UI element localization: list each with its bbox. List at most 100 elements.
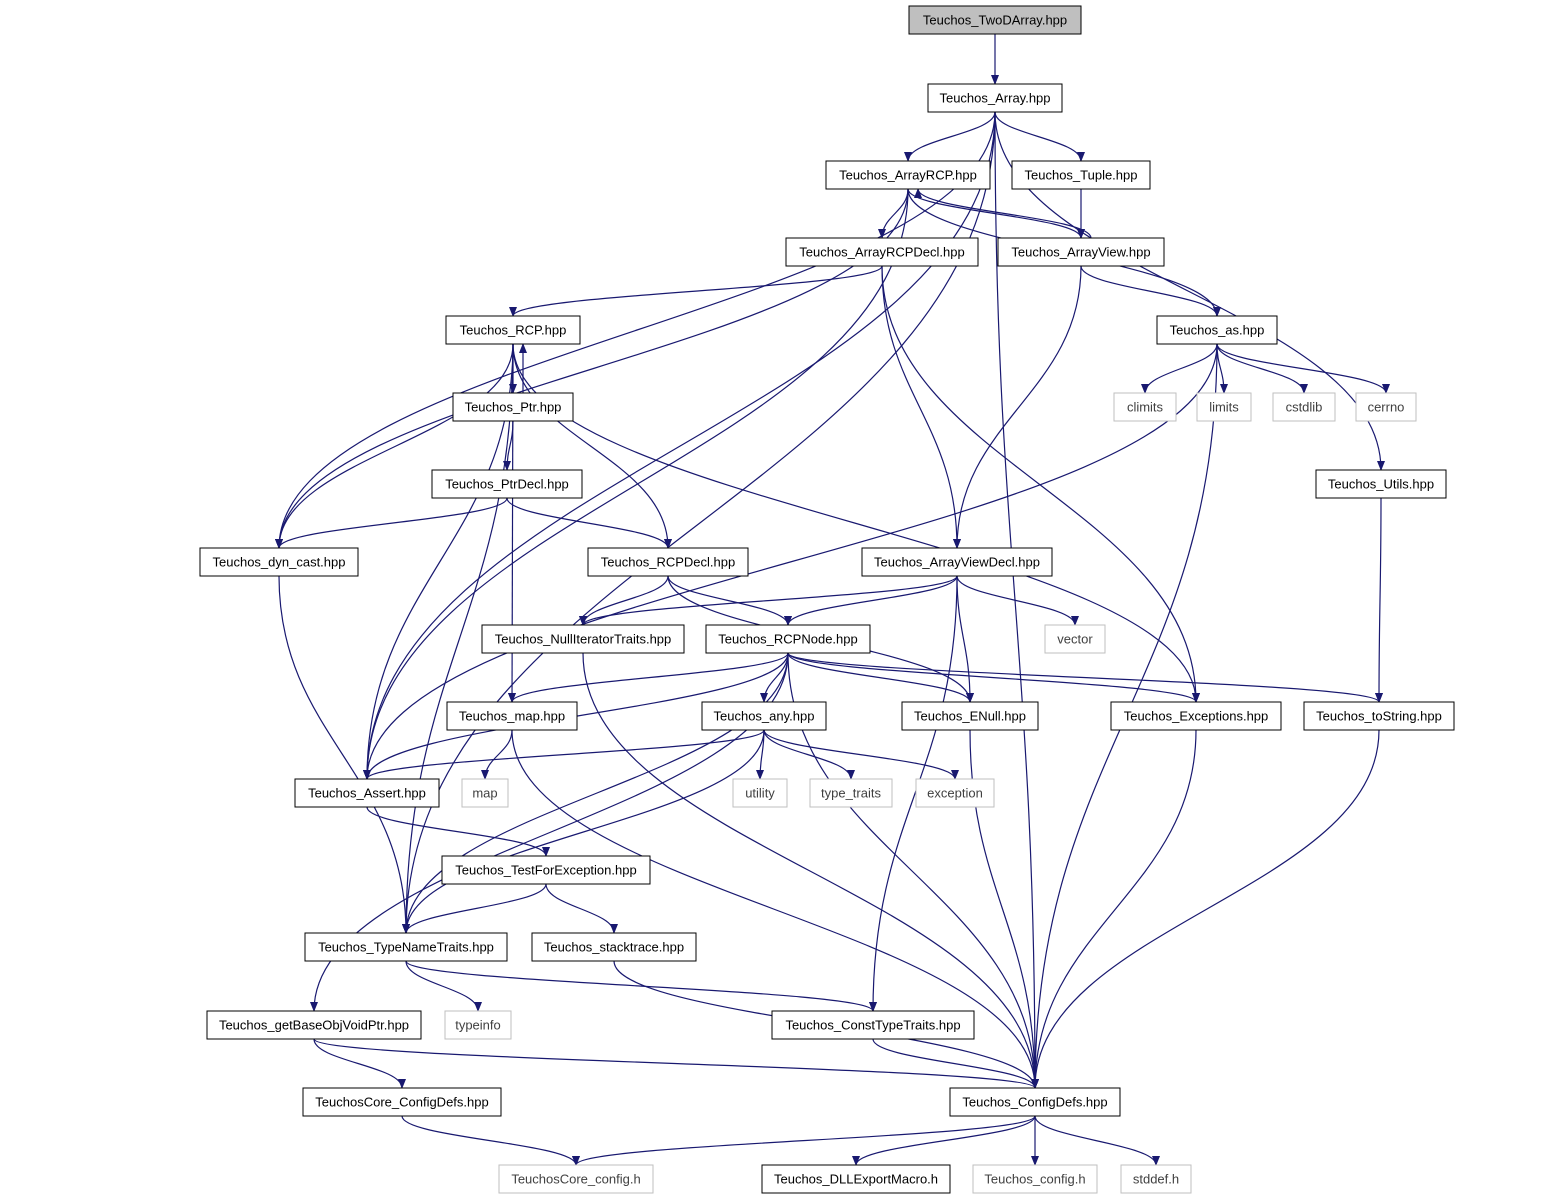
node-map[interactable]: Teuchos_map.hpp [446,701,578,731]
node-label: Teuchos_Ptr.hpp [465,400,562,415]
edge-exceptions-to-configdefs [1031,729,1197,1089]
node-twod: Teuchos_TwoDArray.hpp [908,5,1082,35]
node-label: Teuchos_config.h [984,1172,1085,1187]
node-box [531,932,697,962]
edge-testforexc-to-typename [402,883,547,934]
node-label: cstdlib [1286,400,1323,415]
node-testforexc[interactable]: Teuchos_TestForException.hpp [441,855,651,885]
node-arrayview[interactable]: Teuchos_ArrayView.hpp [997,237,1165,267]
node-as[interactable]: Teuchos_as.hpp [1156,315,1278,345]
node-box [901,701,1039,731]
node-stddef: stddef.h [1120,1164,1192,1194]
node-label: exception [927,786,983,801]
node-label: Teuchos_ConstTypeTraits.hpp [785,1018,960,1033]
edge-utils-to-tostring [1375,497,1384,703]
edge-array-to-dyncast [275,111,996,549]
edge-tostring-to-configdefs [1031,729,1380,1089]
edge-rcpnode-to-enull [787,652,974,703]
edge-configdefs-to-stddef [1034,1115,1160,1166]
node-consttype[interactable]: Teuchos_ConstTypeTraits.hpp [771,1010,975,1040]
node-getbase[interactable]: Teuchos_getBaseObjVoidPtr.hpp [206,1010,422,1040]
node-configdefs[interactable]: Teuchos_ConfigDefs.hpp [949,1087,1121,1117]
edge-arrayviewdecl-to-enull [956,575,974,703]
edge-coreconfigdefs-to-coreconfig [401,1115,580,1166]
edge-arrayrcp-to-arrayrcpdecl [878,188,909,239]
edge-map-to-mapsys [481,729,513,780]
node-box [294,778,440,808]
node-nulliter[interactable]: Teuchos_NullIteratorTraits.hpp [481,624,685,654]
node-box [997,237,1165,267]
node-box [498,1164,654,1194]
node-arrayrcp[interactable]: Teuchos_ArrayRCP.hpp [825,160,991,190]
node-label: Teuchos_map.hpp [459,709,565,724]
node-tconfig: Teuchos_config.h [972,1164,1098,1194]
node-dllexport[interactable]: Teuchos_DLLExportMacro.h [761,1164,951,1194]
node-label: vector [1057,632,1093,647]
edge-consttype-to-configdefs [872,1038,1039,1089]
node-label: cerrno [1368,400,1405,415]
node-stacktrace[interactable]: Teuchos_stacktrace.hpp [531,932,697,962]
node-label: TeuchosCore_ConfigDefs.hpp [315,1095,488,1110]
node-tuple[interactable]: Teuchos_Tuple.hpp [1011,160,1151,190]
node-rcp[interactable]: Teuchos_RCP.hpp [445,315,581,345]
node-rcpdecl[interactable]: Teuchos_RCPDecl.hpp [587,547,749,577]
node-rcpnode[interactable]: Teuchos_RCPNode.hpp [705,624,871,654]
node-box [825,160,991,190]
file-nodes: Teuchos_TwoDArray.hppTeuchos_Array.hppTe… [199,5,1455,1194]
edge-getbase-to-configdefs [313,1038,1039,1089]
node-arrayrcpdecl[interactable]: Teuchos_ArrayRCPDecl.hpp [785,237,979,267]
node-box [1110,701,1282,731]
edge-rcp-to-typename [402,343,514,934]
edge-ptrdecl-to-dyncast [275,497,508,549]
node-label: Teuchos_ArrayView.hpp [1011,245,1150,260]
node-box [927,83,1063,113]
node-any[interactable]: Teuchos_any.hpp [701,701,827,731]
node-box [452,392,574,422]
edge-arrayview-to-arrayviewdecl [953,265,1082,549]
node-label: Teuchos_ArrayRCP.hpp [839,168,977,183]
node-utils[interactable]: Teuchos_Utils.hpp [1315,469,1447,499]
node-arrayviewdecl[interactable]: Teuchos_ArrayViewDecl.hpp [861,547,1053,577]
node-coreconfigdefs[interactable]: TeuchosCore_ConfigDefs.hpp [302,1087,502,1117]
node-assert[interactable]: Teuchos_Assert.hpp [294,778,440,808]
node-box [1272,392,1336,422]
node-box [972,1164,1098,1194]
edge-nulliter-to-configdefs [582,652,1039,1089]
node-array[interactable]: Teuchos_Array.hpp [927,83,1063,113]
node-exception: exception [915,778,995,808]
node-box [199,547,359,577]
edge-map-to-configdefs [511,729,1039,1089]
node-label: Teuchos_toString.hpp [1316,709,1442,724]
edge-rcpnode-to-exceptions [787,652,1200,703]
node-limits: limits [1196,392,1252,422]
node-box [1011,160,1151,190]
edge-rcpnode-to-typename [402,652,789,934]
node-typename[interactable]: Teuchos_TypeNameTraits.hpp [304,932,508,962]
edge-rcp-to-dyncast [275,343,514,549]
node-label: Teuchos_ENull.hpp [914,709,1026,724]
edge-any-to-exception [763,729,959,780]
node-coreconfig: TeuchosCore_config.h [498,1164,654,1194]
node-label: Teuchos_stacktrace.hpp [544,940,684,955]
node-box [1315,469,1447,499]
node-enull[interactable]: Teuchos_ENull.hpp [901,701,1039,731]
edge-ptr-to-ptrdecl [503,420,514,471]
node-exceptions[interactable]: Teuchos_Exceptions.hpp [1110,701,1282,731]
node-dyncast[interactable]: Teuchos_dyn_cast.hpp [199,547,359,577]
edge-typename-to-typeinfo [405,960,482,1012]
node-ptrdecl[interactable]: Teuchos_PtrDecl.hpp [431,469,583,499]
node-label: Teuchos_TestForException.hpp [455,863,636,878]
node-box [861,547,1053,577]
node-box [785,237,979,267]
node-label: Teuchos_ArrayRCPDecl.hpp [799,245,964,260]
node-typeinfo: typeinfo [444,1010,512,1040]
node-label: Teuchos_PtrDecl.hpp [445,477,569,492]
node-label: climits [1127,400,1164,415]
node-label: Teuchos_NullIteratorTraits.hpp [495,632,672,647]
edge-rcpnode-to-tostring [787,652,1383,703]
edge-arrayrcpdecl-to-exceptions [881,265,1200,703]
node-utility: utility [732,778,788,808]
edge-any-to-typename [402,729,765,934]
node-ptr[interactable]: Teuchos_Ptr.hpp [452,392,574,422]
node-tostring[interactable]: Teuchos_toString.hpp [1303,701,1455,731]
